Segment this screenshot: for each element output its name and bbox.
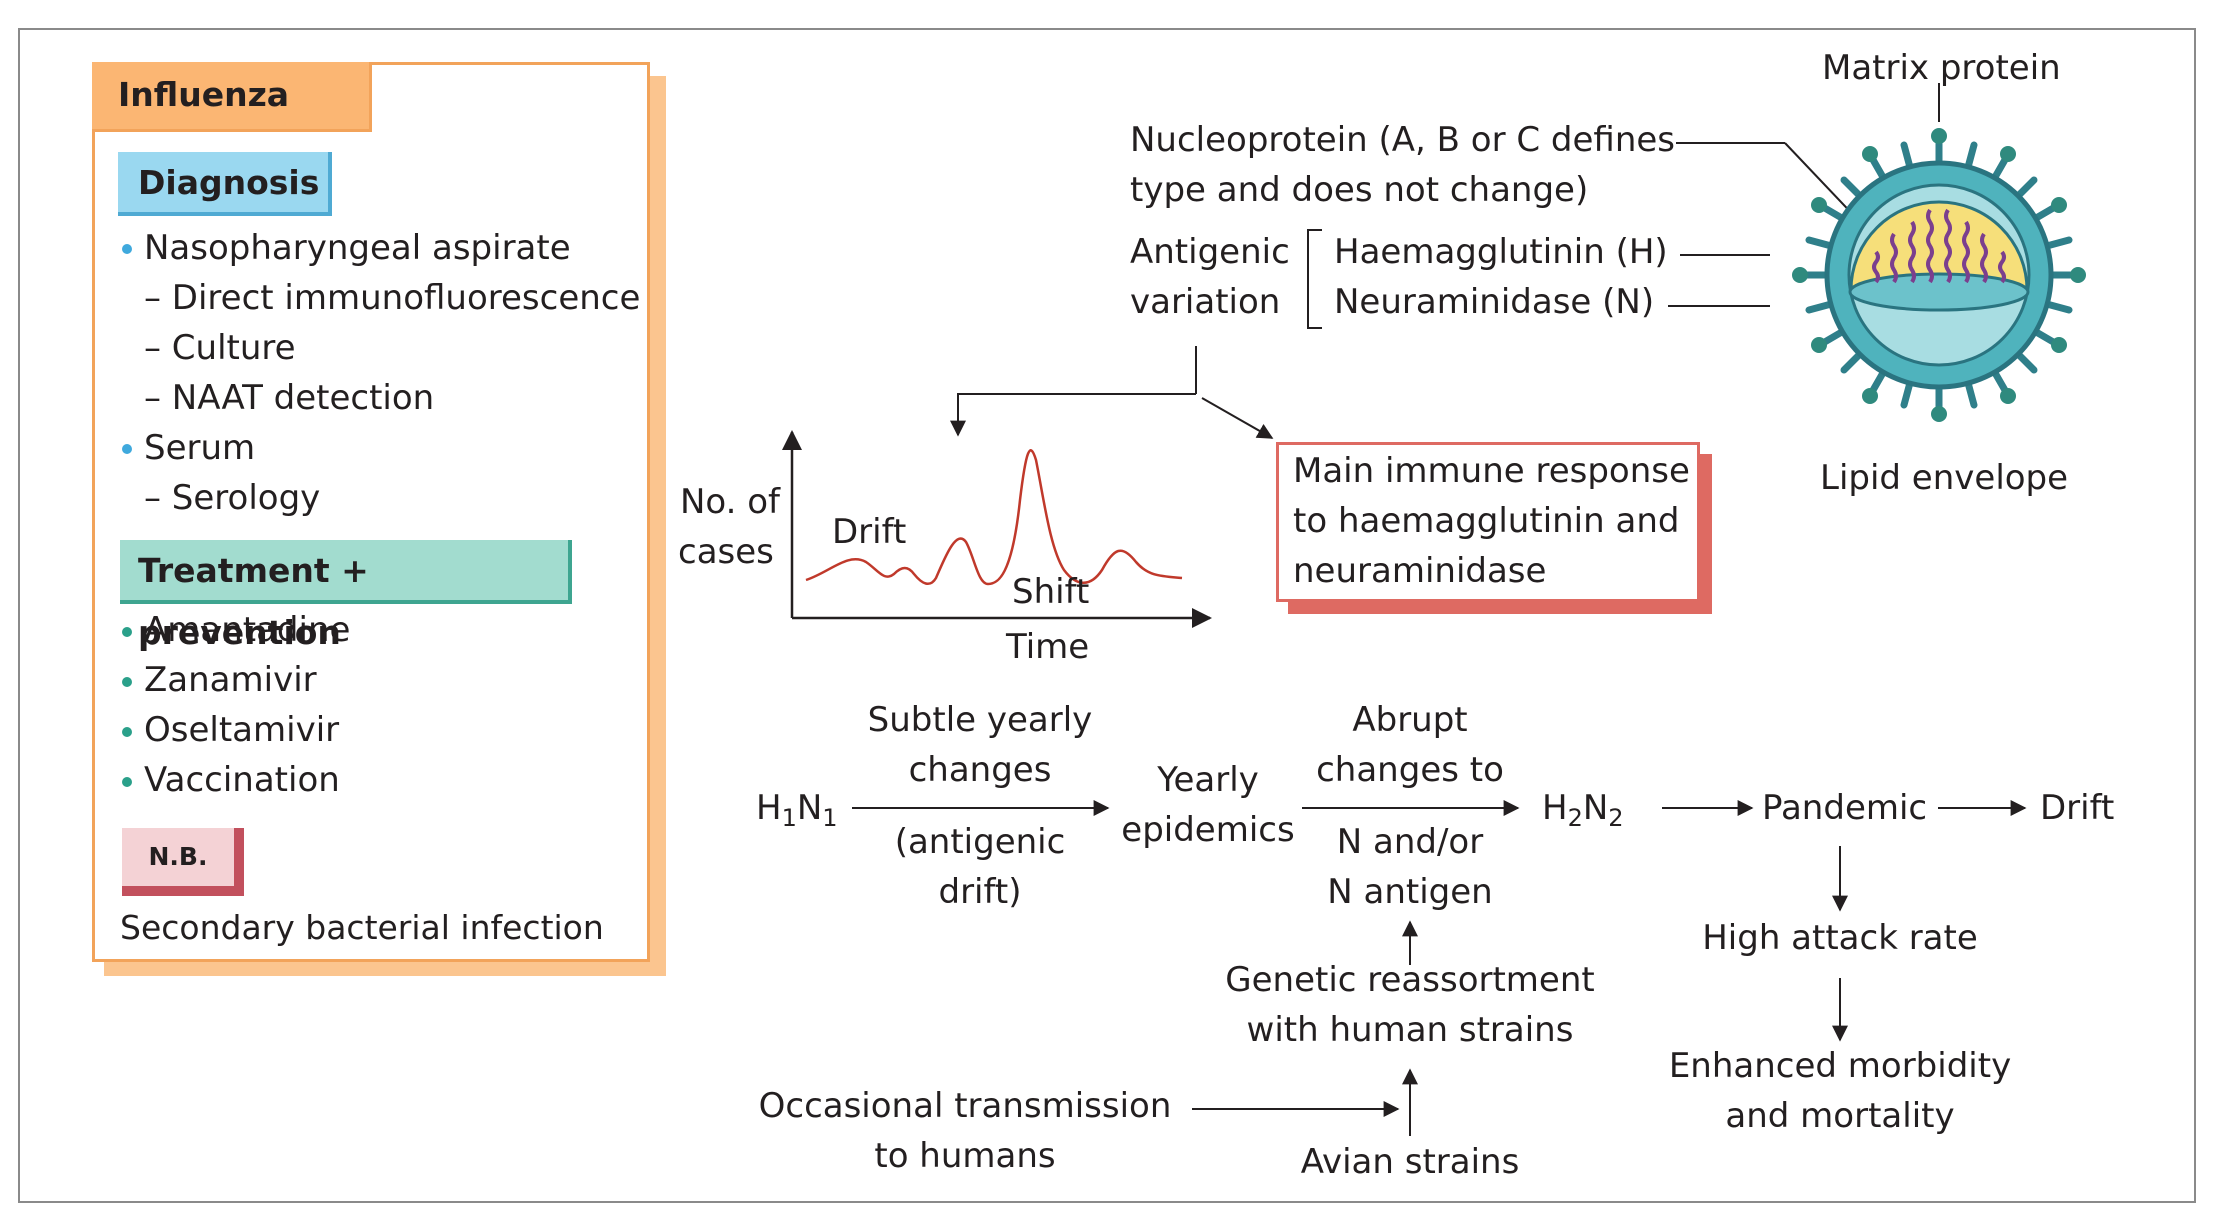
subtle-changes-line2: changes bbox=[908, 750, 1052, 790]
h2n2-node: H2N2 bbox=[1542, 788, 1624, 832]
neuraminidase-label: Neuraminidase (N) bbox=[1334, 282, 1655, 322]
epi-xlabel: Time bbox=[1006, 627, 1090, 667]
morbidity-line2: and mortality bbox=[1725, 1096, 1955, 1136]
immune-box-line3: neuraminidase bbox=[1293, 551, 1547, 591]
yearly-epidemics-line2: epidemics bbox=[1121, 810, 1295, 850]
avian-strains: Avian strains bbox=[1300, 1142, 1520, 1182]
bullet-icon bbox=[122, 777, 132, 787]
abrupt-changes-line2: changes to bbox=[1316, 750, 1504, 790]
treatment-header: Treatment + prevention bbox=[120, 540, 572, 652]
diagnosis-subitem-naat: – NAAT detection bbox=[144, 378, 435, 418]
h1n1-node: H1N1 bbox=[756, 788, 838, 832]
matrix-protein-label: Matrix protein bbox=[1822, 48, 2061, 88]
drift-curve-label: Drift bbox=[832, 512, 907, 552]
immune-box-line1: Main immune response bbox=[1293, 451, 1690, 491]
haemagglutinin-label: Haemagglutinin (H) bbox=[1334, 232, 1668, 272]
nucleoprotein-label-line2: type and does not change) bbox=[1130, 170, 1589, 210]
antigenic-variation-line2: variation bbox=[1130, 282, 1281, 322]
bullet-icon bbox=[122, 677, 132, 687]
nb-badge: N.B. bbox=[122, 828, 244, 896]
transmission-line2: to humans bbox=[874, 1136, 1056, 1176]
bullet-icon bbox=[122, 444, 132, 454]
nb-text: Secondary bacterial infection bbox=[120, 908, 604, 947]
diagnosis-subitem-serology: – Serology bbox=[144, 478, 321, 518]
rna-segments bbox=[1872, 208, 2006, 284]
neuraminidase-knobs bbox=[1792, 128, 2086, 422]
reassortment-line1: Genetic reassortment bbox=[1225, 960, 1595, 1000]
treatment-item-vaccination: Vaccination bbox=[144, 760, 340, 800]
diagnosis-header: Diagnosis bbox=[118, 152, 332, 216]
pandemic-node: Pandemic bbox=[1762, 788, 1928, 828]
antigenic-drift-line2: drift) bbox=[938, 872, 1022, 912]
bullet-icon bbox=[122, 627, 132, 637]
antigenic-variation-line1: Antigenic bbox=[1130, 232, 1290, 272]
abrupt-changes-line1: Abrupt bbox=[1352, 700, 1468, 740]
diagnosis-item-aspirate: Nasopharyngeal aspirate bbox=[144, 228, 571, 268]
subtle-changes-line1: Subtle yearly bbox=[867, 700, 1093, 740]
bullet-icon bbox=[122, 727, 132, 737]
epi-ylabel-line1: No. of bbox=[680, 482, 781, 522]
immune-box-line2: to haemagglutinin and bbox=[1293, 501, 1680, 541]
drift-node: Drift bbox=[2040, 788, 2115, 828]
lipid-envelope-label: Lipid envelope bbox=[1820, 458, 2069, 498]
transmission-line1: Occasional transmission bbox=[758, 1086, 1172, 1126]
diagnosis-item-serum: Serum bbox=[144, 428, 256, 468]
bullet-icon bbox=[122, 244, 132, 254]
diagnosis-subitem-immunofluorescence: – Direct immunofluorescence bbox=[144, 278, 641, 318]
n-antigen-line1: N and/or bbox=[1336, 822, 1484, 862]
treatment-item-oseltamivir: Oseltamivir bbox=[144, 710, 340, 750]
diagnosis-subitem-culture: – Culture bbox=[144, 328, 296, 368]
figure-frame bbox=[18, 28, 2196, 1203]
morbidity-line1: Enhanced morbidity bbox=[1668, 1046, 2012, 1086]
epi-ylabel-line2: cases bbox=[678, 532, 774, 572]
antigenic-drift-line1: (antigenic bbox=[894, 822, 1066, 862]
n-antigen-line2: N antigen bbox=[1327, 872, 1493, 912]
treatment-item-amantadine: Amantadine bbox=[144, 610, 351, 650]
panel-title: Influenza bbox=[92, 62, 372, 132]
shift-curve-label: Shift bbox=[1012, 572, 1090, 612]
yearly-epidemics-line1: Yearly bbox=[1157, 760, 1259, 800]
nucleoprotein-label-line1: Nucleoprotein (A, B or C defines bbox=[1130, 120, 1676, 160]
treatment-item-zanamivir: Zanamivir bbox=[144, 660, 317, 700]
epidemic-curve-line bbox=[805, 449, 1183, 586]
immune-response-box: Main immune response to haemagglutinin a… bbox=[1276, 442, 1700, 602]
reassortment-line2: with human strains bbox=[1246, 1010, 1574, 1050]
high-attack-rate: High attack rate bbox=[1702, 918, 1978, 958]
